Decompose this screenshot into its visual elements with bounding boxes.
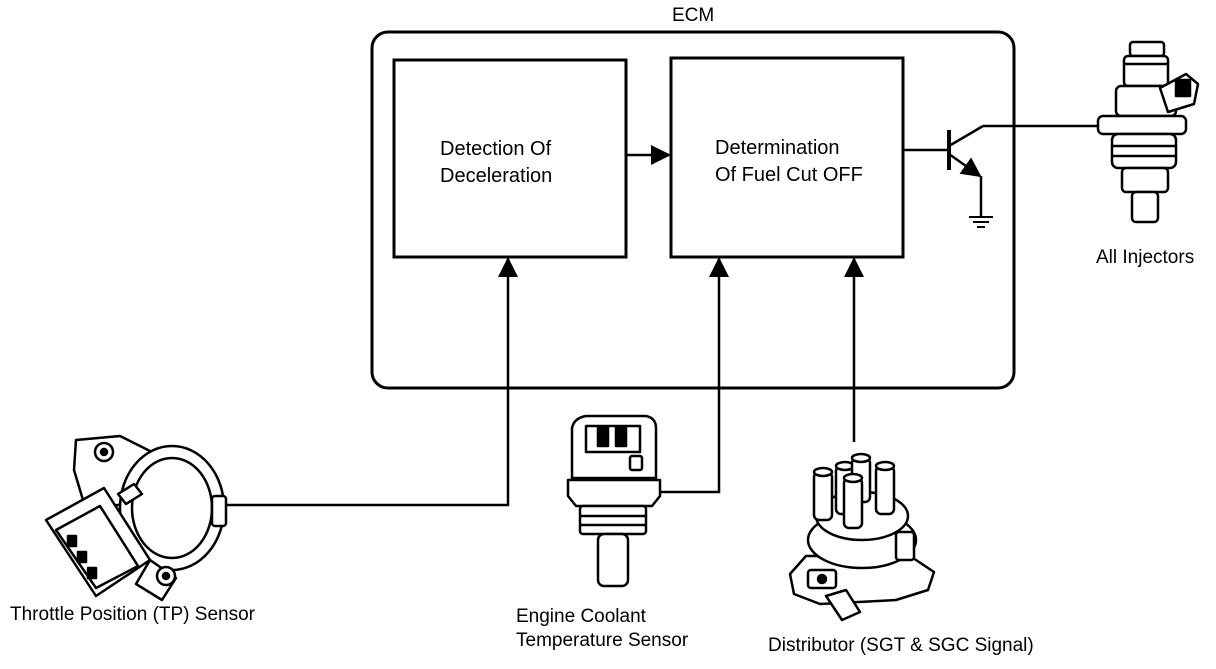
- coolant-sensor-signal-line: [657, 257, 729, 494]
- tp-sensor-signal-line: [218, 257, 518, 507]
- injector-icon: [1096, 40, 1200, 224]
- tp-sensor-label: Throttle Position (TP) Sensor: [10, 604, 255, 625]
- ecm-label: ECM: [672, 5, 715, 26]
- coolant-sensor-line1: Engine Coolant: [516, 606, 646, 627]
- ecm-box: [370, 30, 1016, 390]
- distributor-icon: [788, 452, 936, 622]
- distributor-label: Distributor (SGT & SGC Signal): [768, 635, 1034, 656]
- detection-block-line1: Detection Of: [440, 138, 552, 160]
- coolant-sensor-line2: Temperature Sensor: [516, 630, 689, 651]
- transistor-symbol: [903, 124, 1100, 216]
- injectors-label: All Injectors: [1096, 247, 1195, 268]
- detection-block-label: Detection Of Deceleration: [440, 136, 552, 190]
- determination-block-label: Determination Of Fuel Cut OFF: [715, 135, 863, 189]
- determination-block-line1: Determination: [715, 137, 840, 159]
- ground-symbol: [969, 216, 993, 228]
- coolant-sensor-icon: [566, 414, 662, 588]
- tp-sensor-icon: [44, 434, 228, 602]
- coolant-sensor-label: Engine Coolant Temperature Sensor: [516, 605, 688, 653]
- determination-block-line2: Of Fuel Cut OFF: [715, 164, 863, 186]
- detection-block-line2: Deceleration: [440, 165, 553, 187]
- determination-block: [669, 56, 905, 259]
